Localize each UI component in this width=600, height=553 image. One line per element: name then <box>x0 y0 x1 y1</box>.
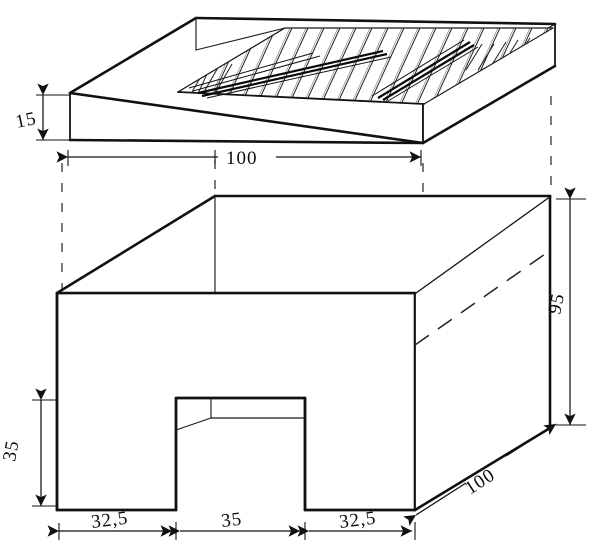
dimension-label-lid-width: 100 <box>226 148 258 169</box>
dimension-lid-thickness: 15 <box>14 83 70 141</box>
dimension-lid-width: 100 <box>56 148 422 169</box>
dimension-notch-height: 35 <box>0 388 57 507</box>
box-inner-back-wall <box>57 196 550 293</box>
dimension-label-notch-height: 35 <box>0 439 24 463</box>
dimension-base-widths: 32,5 35 32,5 <box>47 508 416 540</box>
dimension-label-base-left: 32,5 <box>90 508 130 533</box>
dimension-label-body-height: 95 <box>544 291 569 316</box>
dimension-label-lid-thickness: 15 <box>14 108 39 133</box>
lid-groove-lines <box>188 39 479 102</box>
box-front-face <box>55 291 417 512</box>
dimension-label-base-notch: 35 <box>220 509 243 532</box>
notch-inner-diagonal <box>175 417 212 431</box>
dimension-label-base-right: 32,5 <box>338 508 378 533</box>
front-notch-cutout <box>174 396 307 512</box>
lid-front-wall <box>68 91 425 145</box>
main-box-part <box>55 194 552 512</box>
dimension-body-height: 95 <box>544 187 586 426</box>
tray-lid-part <box>68 16 557 145</box>
